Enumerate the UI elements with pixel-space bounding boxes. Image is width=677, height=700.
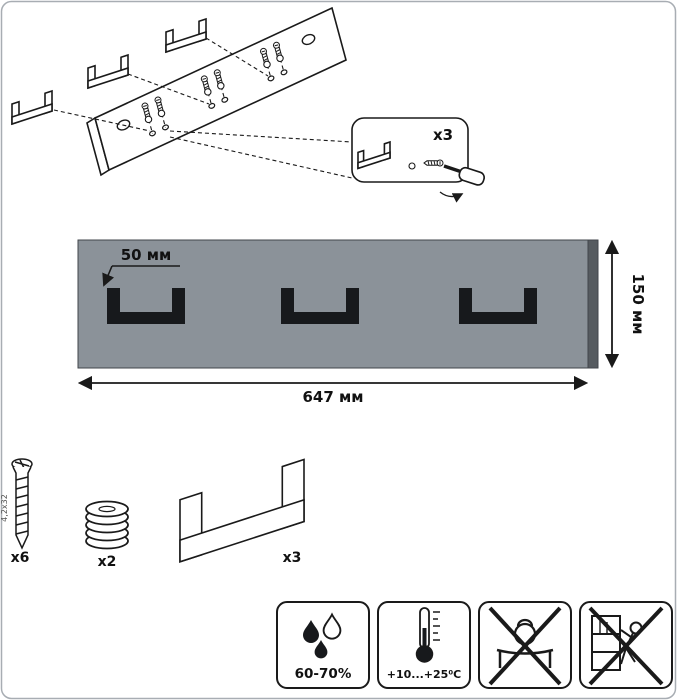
hardware-screw-icon <box>11 458 33 550</box>
temperature-label: +10...+25⁰C <box>387 668 461 681</box>
panel-front-view: 50 мм 150 мм 647 мм <box>77 239 647 406</box>
washer-count-label: x2 <box>98 554 117 570</box>
board-screw-holes <box>149 69 288 137</box>
svg-text:50 мм: 50 мм <box>121 246 172 264</box>
svg-text:150 мм: 150 мм <box>629 273 647 334</box>
care-box-humidity: 60-70% <box>276 601 370 689</box>
callout-screw-icon <box>423 159 444 167</box>
care-box-temperature: +10...+25⁰C <box>377 601 471 689</box>
hardware-washers-icon <box>85 500 129 550</box>
care-box-no-drag <box>579 601 673 689</box>
humidity-label: 60-70% <box>295 666 352 682</box>
dim-panel-height: 150 мм <box>604 239 647 369</box>
panel <box>77 239 589 369</box>
screw-count-label: x6 <box>11 550 30 566</box>
assembly-exploded-view: x3 <box>11 6 486 203</box>
care-box-no-overload <box>478 601 572 689</box>
screwdriver-icon <box>439 164 486 203</box>
care-icons: 60-70% +10...+25⁰C <box>276 601 673 689</box>
hardware-list: 4,2x32 x6 x2 x3 <box>0 459 304 570</box>
assembly-guide-lines <box>53 37 353 179</box>
panel-edge <box>587 239 599 369</box>
callout-multiplier: x3 <box>433 126 453 144</box>
dim-panel-width: 647 мм <box>77 375 589 406</box>
detail-callout: x3 <box>351 117 486 203</box>
svg-text:647 мм: 647 мм <box>302 388 363 406</box>
screw-size-label: 4,2x32 <box>0 494 9 522</box>
dim-hook-width: 50 мм <box>102 246 180 287</box>
hook-count-label: x3 <box>283 550 302 566</box>
floating-washers <box>144 54 284 124</box>
callout-washer-icon <box>408 162 416 170</box>
thermometer-icon <box>415 607 440 663</box>
